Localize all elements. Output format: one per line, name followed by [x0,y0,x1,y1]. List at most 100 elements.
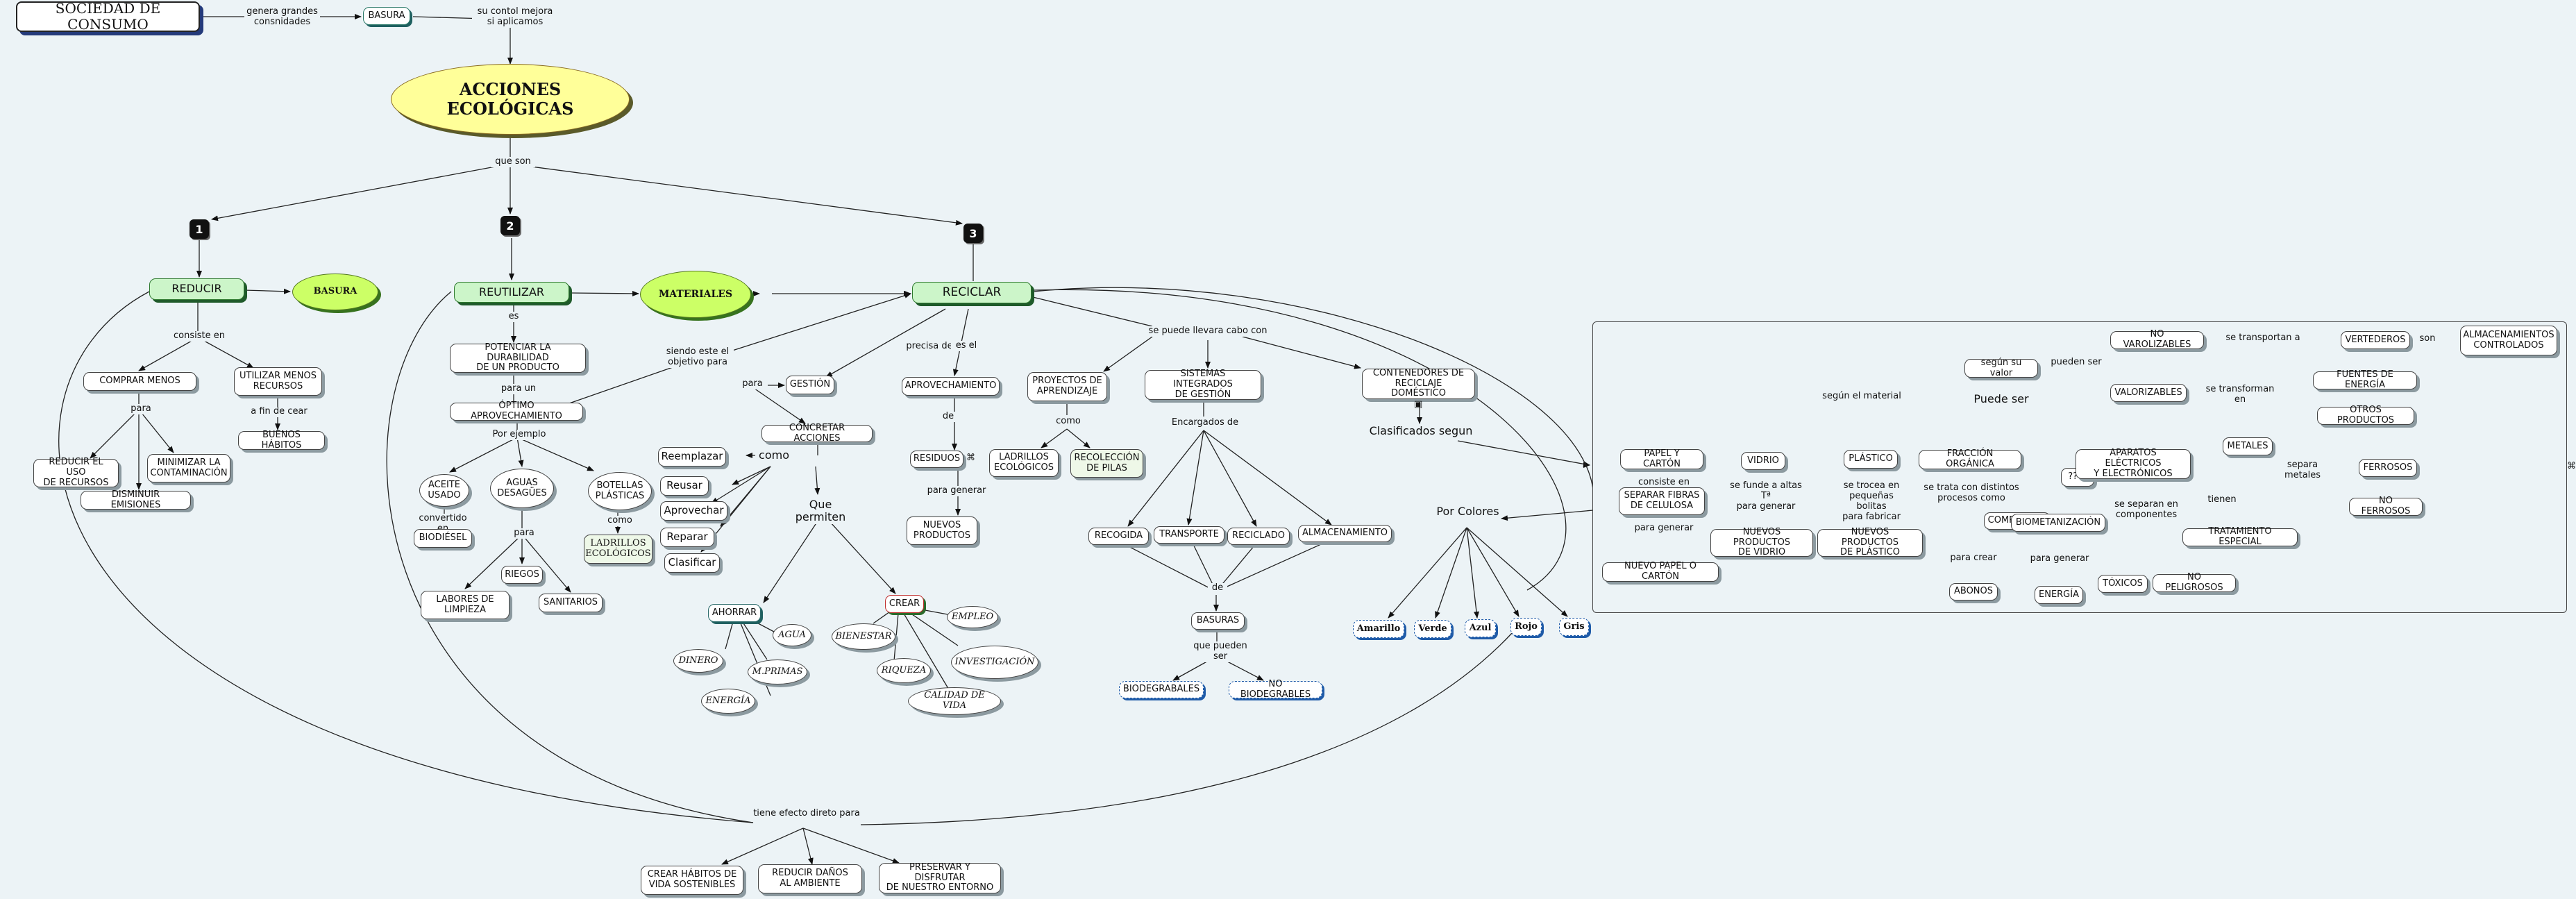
node-fraccion-organica: FRACCIÓN ORGÁNICA [1919,448,2021,469]
node-reutilizar: REUTILIZAR [454,282,569,303]
node-residuos: RESIDUOS [910,451,963,468]
node-optimo-aprovechamiento: ÓPTIMO APROVECHAMIENTO [450,401,583,421]
node-ladrillos-ecologicos-reciclar: LADRILLOS ECOLÓGICOS [989,449,1059,477]
node-dinero: DINERO [673,649,723,673]
node-aprovechar: Aprovechar [660,501,727,521]
node-reciclar: RECICLAR [912,282,1032,303]
label-que-son: que son [491,156,535,167]
node-basura-top: BASURA [363,7,410,25]
label-para-generar-bio: para generar [2027,553,2092,564]
node-transporte: TRANSPORTE [1154,526,1224,544]
node-contenedores-reciclaje: CONTENEDORES DE RECICLAJE DOMÉSTICO [1362,368,1475,399]
label-que-permiten: Que permiten [781,498,860,524]
node-color-gris: Gris [1559,618,1589,636]
label-es: es [504,311,523,322]
label-por-ejemplo: Por ejemplo [490,429,548,440]
node-no-ferrosos: NO FERROSOS [2349,496,2423,516]
node-nuevos-productos: NUEVOS PRODUCTOS [907,516,977,545]
node-biodegradables: BIODEGRABALES [1119,681,1204,698]
label-encargados-de: Encargados de [1169,417,1241,428]
node-color-rojo: Rojo [1510,618,1542,636]
node-almacenamiento: ALMACENAMIENTO [1298,525,1392,542]
node-mprimas: M.PRIMAS [748,659,807,684]
label-como-proyectos: como [1052,416,1085,427]
label-consiste-en: consiste en [170,330,228,342]
node-color-verde: Verde [1414,620,1451,638]
node-nuevo-papel: NUEVO PAPEL O CARTÓN [1602,561,1719,582]
node-color-amarillo: Amarillo [1353,620,1404,638]
label-precisa-de: precisa de [904,341,955,352]
label-de: de [938,411,958,422]
label-como-botellas: como [605,515,635,526]
node-reducir: REDUCIR [149,278,244,300]
label-por-colores: Por Colores [1433,505,1502,519]
label-que-pueden-ser: que pueden ser [1184,641,1256,662]
node-valorizables: VALORIZABLES [2110,384,2187,402]
label-para-gestion: para [737,378,768,389]
node-plastico: PLÁSTICO [1844,450,1898,469]
node-papel-carton: PAPEL Y CARTÓN [1620,448,1703,469]
label-para-un: para un [498,383,539,394]
node-clasificar: Clasificar [664,553,720,573]
label-es-el: es el [951,340,982,351]
node-sanitarios: SANITARIOS [539,594,603,612]
node-potenciar-durabilidad: POTENCIAR LA DURABILIDAD DE UN PRODUCTO [450,342,586,373]
node-energia-bio: ENERGÍA [2035,586,2083,604]
node-riegos: RIEGOS [501,566,543,584]
label-tiene-efecto: tiene efecto direto para [750,808,864,819]
node-reemplazar: Reemplazar [658,447,726,467]
node-metales: METALES [2223,437,2273,455]
label-consiste-en-papel: consiste en [1635,477,1693,488]
node-no-valorizables: NO VAROLIZABLES [2110,329,2204,350]
node-reducir-uso-recursos: REDUCIR EL USO DE RECURSOS [33,457,119,488]
node-materiales: MATERIALES [640,271,751,318]
node-vertederos: VERTEDEROS [2341,331,2410,349]
label-a-fin-de-cear: a fin de cear [248,406,310,417]
label-se-funde: se funde a altas Tª para generar [1723,480,1809,512]
node-comprar-menos: COMPRAR MENOS [83,372,196,391]
badge-two: 2 [500,216,520,235]
node-sociedad-de-consumo: SOCIEDAD DE CONSUMO [16,1,200,33]
node-concretar-acciones: CONCRETAR ACCIONES [761,423,873,443]
node-no-biodegradables: NO BIODEGRABLES [1229,679,1322,699]
node-minimizar-contaminacion: MINIMIZAR LA CONTAMINACIÓN [147,454,230,482]
label-puede-ser: Puede ser [1971,392,2031,406]
label-de-basuras: de [1208,582,1227,594]
label-se-trocea: se trocea en pequeñas bolitas para fabri… [1832,480,1911,523]
label-clasificados-segun: Clasificados segun [1367,424,1474,438]
node-biometanizacion: BIOMETANIZACIÓN [2011,514,2105,532]
node-vidrio: VIDRIO [1741,452,1785,470]
node-crear-habitos: CREAR HÁBITOS DE VIDA SOSTENIBLES [641,866,743,895]
collapse-icon[interactable]: ⌘ [2567,461,2576,471]
container-icon: ▣ [1414,399,1423,410]
node-investigacion: INVESTIGACIÓN [951,646,1038,679]
node-reusar: Reusar [660,476,709,496]
node-separar-fibras: SEPARAR FIBRAS DE CELULOSA [1619,487,1705,515]
node-fuentes-energia: FUENTES DE ENERGÍA [2313,369,2417,390]
node-reparar: Reparar [660,528,714,547]
node-bienestar: BIENESTAR [832,623,895,650]
label-separa-metales: separa metales [2268,460,2337,481]
label-genera-grandes: genera grandes consnidades [244,6,320,28]
label-para-aguas: para [509,528,539,539]
label-para-reducir: para [126,403,156,414]
node-disminuir-emisiones: DISMINUIR EMISIONES [81,489,191,510]
node-sistemas-integrados: SISTEMAS INTEGRADOS DE GESTIÓN [1145,369,1261,400]
label-su-control: su contol mejora si aplicamos [472,6,558,28]
label-se-separan: se separan en componentes [2110,499,2182,521]
node-color-azul: Azul [1465,619,1496,637]
label-tienen: tienen [2205,494,2239,505]
node-gestion: GESTIÓN [786,376,834,394]
node-no-peligrosos: NO PELIGROSOS [2153,572,2236,593]
node-preservar-entorno: PRESERVAR Y DISFRUTAR DE NUESTRO ENTORNO [879,862,1001,893]
node-acciones-ecologicas: ACCIONES ECOLÓGICAS [391,64,630,135]
node-reducir-danos: REDUCIR DAÑOS AL AMBIENTE [758,864,862,893]
node-reciclado: RECICLADO [1227,528,1290,545]
node-basuras: BASURAS [1191,612,1245,630]
node-almacenamientos-controlados: ALMACENAMIENTOS CONTROLADOS [2460,326,2557,355]
badge-one: 1 [190,219,209,239]
node-abonos: ABONOS [1949,583,1998,600]
node-biodiesel: BIODIÉSEL [414,529,472,548]
node-aceite-usado: ACEITE USADO [419,474,469,507]
node-recoleccion-pilas: RECOLECCIÓN DE PILAS [1070,449,1143,478]
